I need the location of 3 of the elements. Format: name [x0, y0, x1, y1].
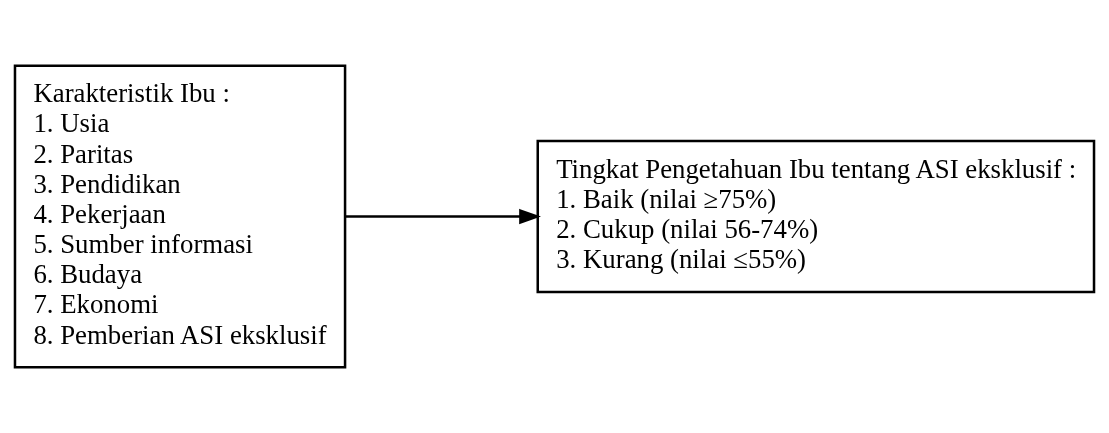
- node-box: Karakteristik Ibu : 1. Usia 2. Paritas 3. Pendidikan 4. Pekerjaan 5. Sumber informasi 6. Budaya 7. Ekonomi 8. Pemberian ASI eksklusif: [13, 64, 347, 369]
- arrow: [345, 208, 541, 225]
- node-box: Tingkat Pengetahuan Ibu tentang ASI eksklusif : 1. Baik (nilai ≥75%) 2. Cukup (nilai 56-74%) 3. Kurang (nilai ≤55%): [536, 139, 1096, 294]
